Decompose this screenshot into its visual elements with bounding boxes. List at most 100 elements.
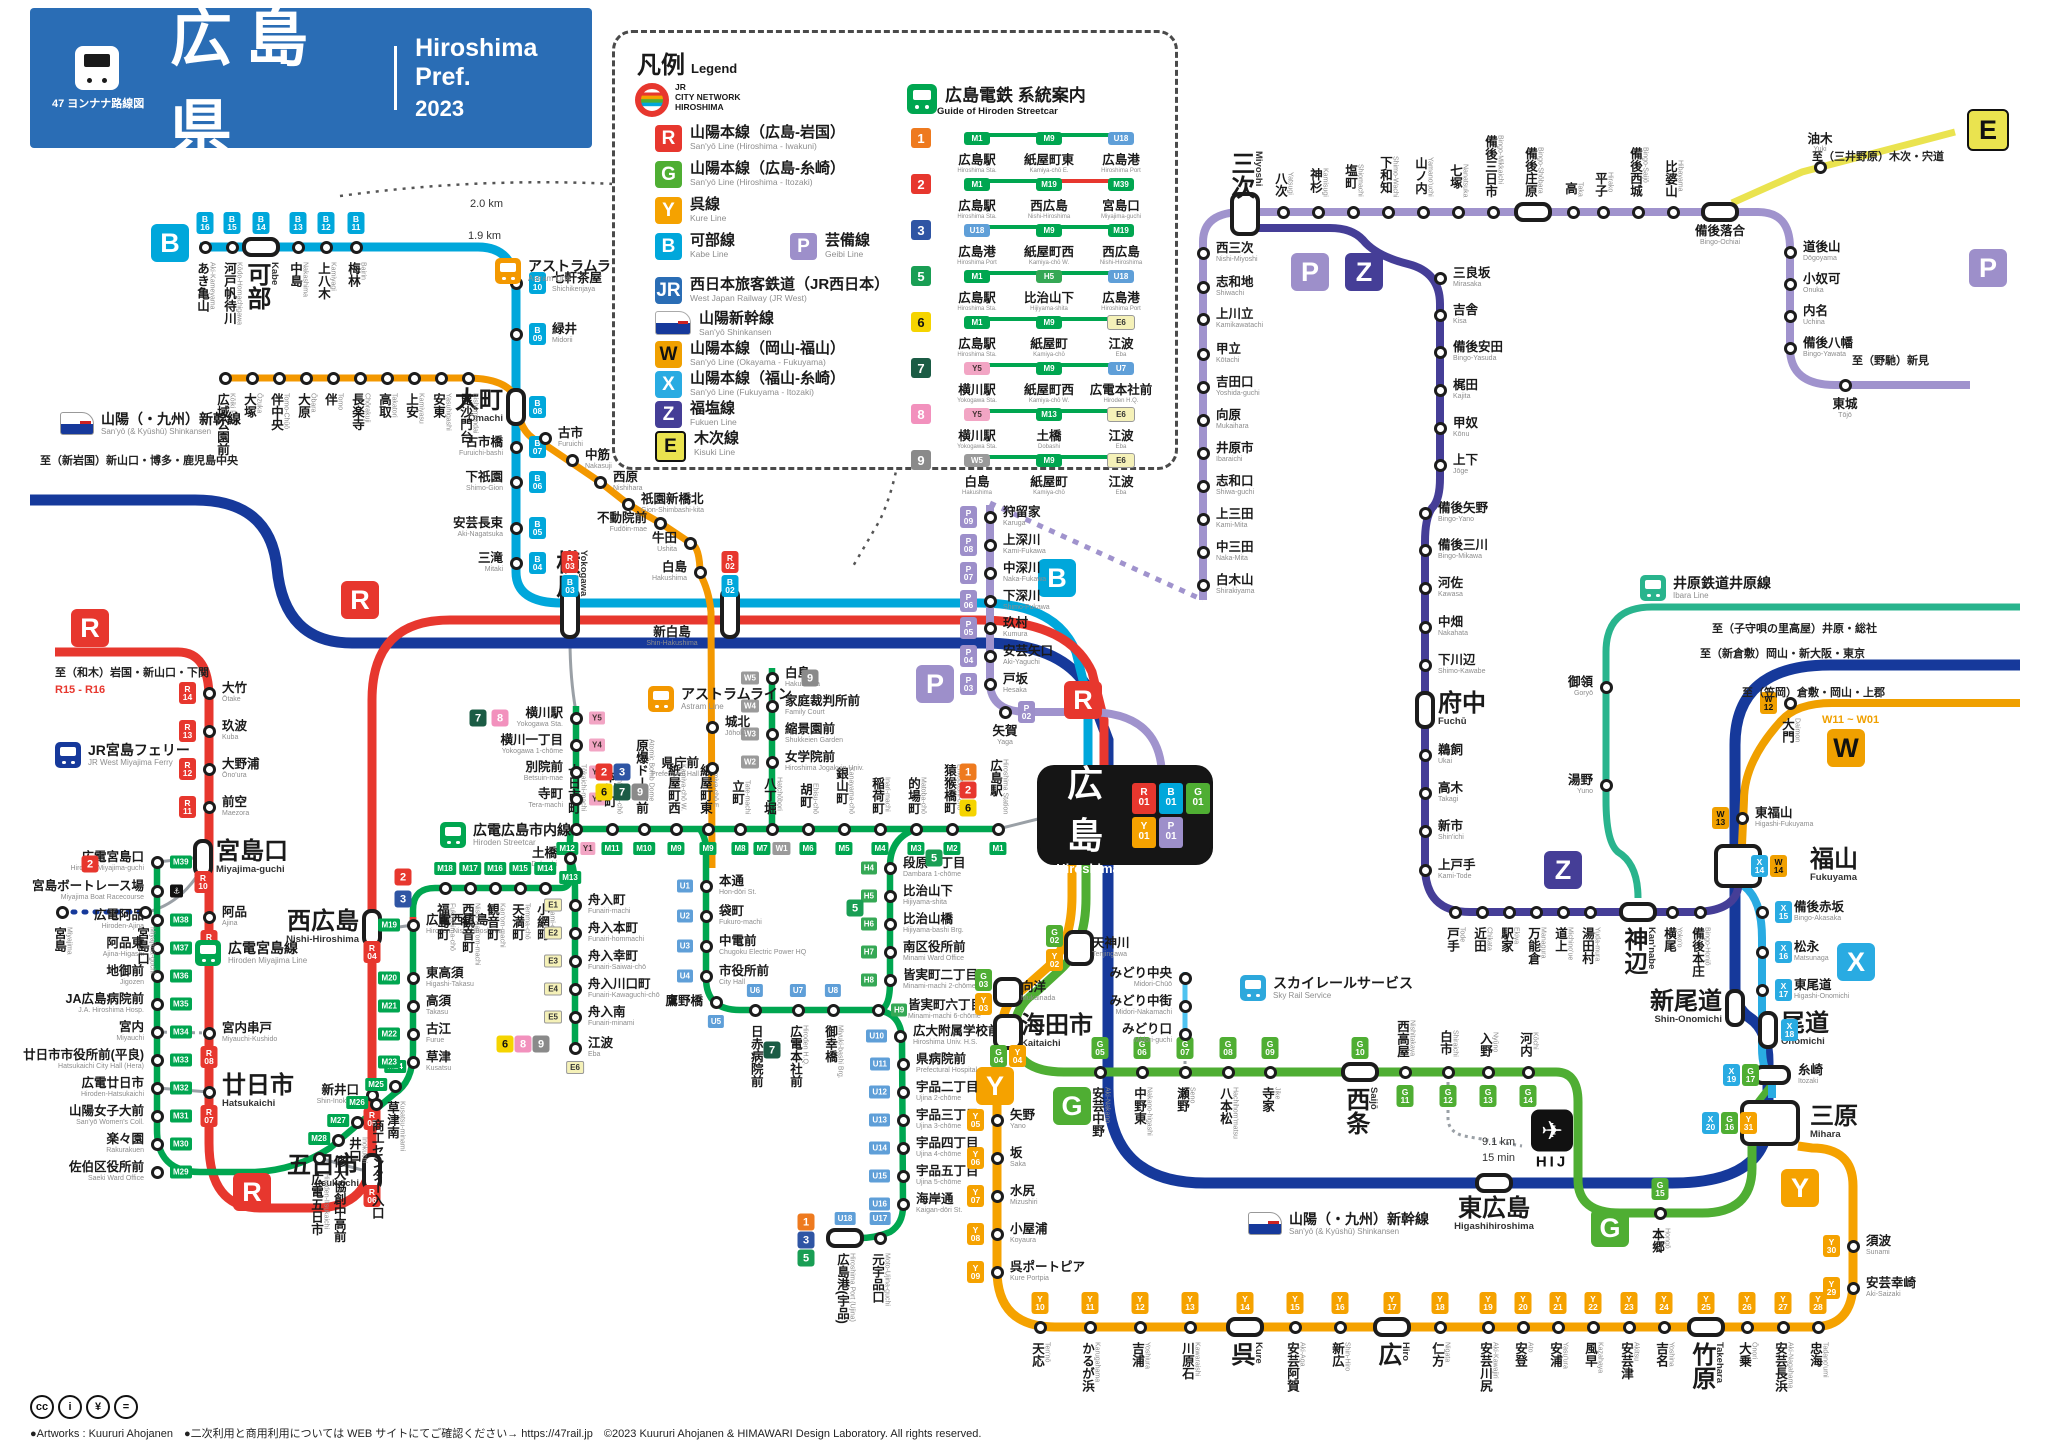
station-marker [896, 1197, 910, 1211]
station-name: 白木山 [1216, 573, 1254, 588]
station-name: 立町 [729, 779, 744, 805]
station-marker [1418, 863, 1432, 877]
badge-number: 05 [970, 1119, 981, 1129]
badge-number: 17 [1745, 1074, 1756, 1084]
station-name: 皆実町二丁目 [903, 968, 979, 983]
station-name: 的場町 [905, 776, 920, 815]
station-romaji: Hongō [1663, 1228, 1671, 1249]
station-name: あき亀山 [194, 262, 209, 312]
station-romaji: Hiroden-Itsukaichi [322, 1173, 330, 1230]
station-marker [983, 510, 997, 524]
badge-number: 11 [351, 222, 361, 232]
station-marker [791, 1003, 805, 1017]
station-romaji: Aki-Yaguchi [1003, 658, 1040, 666]
station-name: 紙屋町東 [697, 764, 712, 814]
station-name: 中深川 [1003, 561, 1041, 576]
badge-number: 13 [1715, 817, 1726, 827]
station-badges: W2 [741, 755, 759, 769]
station-romaji: Kamiya-chō E. [711, 764, 719, 810]
station-badges: M39 [170, 855, 192, 869]
station-name: 松永 [1794, 940, 1820, 955]
station-marker [138, 905, 152, 919]
station-romaji: Shin-Onomichi [1654, 1014, 1722, 1026]
badge-number: 07 [204, 1115, 214, 1125]
station-badges: M38 [170, 913, 192, 927]
station-marker [1178, 1027, 1192, 1041]
station-marker [349, 240, 363, 254]
station-romaji: Miyauchi-Kushido [222, 1035, 278, 1043]
station-marker [1196, 347, 1210, 361]
station-marker [150, 855, 164, 869]
station-name: 新井口 [321, 1083, 359, 1098]
station-romaji: Atomic Bomb Dome [647, 739, 655, 802]
badge-letter: X [1780, 902, 1787, 913]
station-marker [568, 982, 582, 996]
station-romaji: Nakahata [1438, 629, 1468, 637]
badge-number: 19 [1483, 1302, 1493, 1312]
station-name: 安芸中野 [1089, 1087, 1104, 1137]
stop-romaji: Hiroshima Port [1101, 306, 1141, 312]
station-name: 長楽寺 [349, 393, 364, 431]
station-name: 宇品二丁目 [916, 1080, 979, 1095]
station-box [1373, 1317, 1411, 1337]
station-marker [1783, 341, 1797, 355]
station-marker [765, 727, 779, 741]
station-romaji: Takehara [1714, 1342, 1726, 1384]
badge-number: 04 [963, 655, 974, 665]
badge-number: 06 [532, 481, 543, 491]
badge: M5 [835, 842, 853, 855]
station-romaji: Funairi-Kawaguchi-chō [588, 991, 660, 999]
station-name: 毘沙門台 [457, 393, 472, 443]
station-name: 袋町 [719, 904, 745, 919]
badge: W2 [741, 755, 759, 769]
station-badges: H5 [860, 889, 877, 903]
line-letter-badge: E [1967, 109, 2009, 151]
station-badges: U4 [676, 969, 693, 983]
station-marker [896, 1057, 910, 1071]
badge-letter: Y [1292, 1293, 1298, 1304]
station-romaji: Ebisu-chō [811, 782, 819, 814]
station-romaji: Karuga [1003, 519, 1026, 527]
station-badges: U13 [869, 1113, 890, 1127]
station-romaji: Shin-Hakushima [646, 639, 698, 647]
badge: H4 [860, 861, 877, 875]
map-note: 15 min [1482, 1152, 1516, 1164]
station-marker [202, 724, 216, 738]
station-name: 御幸橋 [822, 1025, 837, 1063]
station-name: 油木 [1807, 131, 1833, 146]
station-marker [563, 851, 577, 865]
badge-letter: Y [1780, 1293, 1786, 1304]
station-name: 山ノ内 [1412, 157, 1427, 195]
badge: M9 [667, 842, 685, 855]
station-name: 楽々園 [106, 1132, 144, 1147]
badge: M9 [1036, 454, 1062, 467]
badge: M19 [378, 918, 400, 932]
route-chip: 2 [595, 763, 613, 781]
station-romaji: Nakano-higashi [1145, 1087, 1153, 1136]
station-marker [569, 765, 583, 779]
